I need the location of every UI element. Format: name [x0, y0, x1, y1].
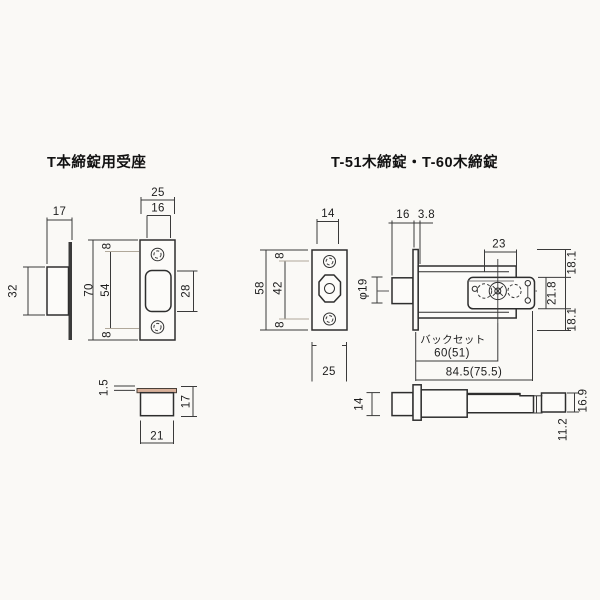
dim-lock-plate-thickness: 3.8 — [418, 209, 435, 221]
dim-strike-bottom-offset: 8 — [102, 331, 114, 338]
strike-top-view: 1.5 17 21 — [99, 379, 197, 444]
lock-screw-hole-bottom — [323, 312, 336, 326]
lock-tube-top — [420, 389, 468, 418]
dim-strike-depth: 17 — [53, 206, 67, 218]
strike-side-view: 17 32 — [8, 206, 73, 340]
left-title: T本締錠用受座 — [47, 153, 146, 171]
dim-lock-face-width-top: 14 — [321, 208, 335, 220]
dim-strike-width: 25 — [151, 187, 165, 199]
dim-lock-seg-top: 18.1 — [567, 251, 579, 275]
lock-screw-hole-top — [323, 255, 336, 268]
dim-lock-seg-bottom: 18.1 — [567, 308, 579, 332]
lock-end-hole-top — [524, 280, 531, 287]
strike-bolt-hole — [144, 269, 172, 313]
lock-tail-top — [466, 392, 535, 414]
dim-lock-overall-length: 84.5(75.5) — [446, 367, 502, 379]
lock-faceplate-top — [412, 384, 422, 421]
dim-lock-hole-pitch: 23 — [492, 239, 506, 251]
right-title: T-51木締錠・T-60木締錠 — [331, 153, 498, 171]
lock-bolt-side — [391, 277, 414, 305]
dim-lock-face-inner: 42 — [273, 281, 285, 295]
dim-lock-tail-width: 11.2 — [558, 418, 570, 441]
dim-strike-box-width: 21 — [150, 431, 164, 443]
dim-lock-face-width-bottom: 25 — [322, 366, 336, 378]
dim-strike-hole-height: 28 — [181, 284, 193, 298]
dim-strike-box-depth: 17 — [181, 395, 193, 409]
dim-strike-top-offset: 8 — [102, 243, 114, 250]
strike-screw-hole-bottom — [150, 320, 165, 334]
lock-mount-plate — [467, 276, 536, 310]
lock-hidden-hole-left — [476, 283, 493, 299]
dim-strike-lip-thickness: 1.5 — [99, 379, 111, 396]
lock-faceplate-front — [311, 249, 348, 331]
dim-lock-seg-mid: 21.8 — [547, 281, 559, 305]
lock-plate-hole-left — [471, 285, 478, 292]
lock-bolt-top — [391, 391, 414, 417]
dim-lock-face-bottom-offset: 8 — [275, 321, 287, 328]
lock-spindle-end — [540, 392, 567, 413]
lock-faceplate-side — [412, 248, 419, 331]
strike-box-side — [46, 266, 70, 316]
lock-front-view: 14 58 42 8 8 25 φ19 — [255, 208, 383, 382]
dim-lock-bolt-diameter: φ19 — [358, 278, 370, 299]
lock-bolt-face-octagon — [318, 274, 342, 303]
label-backset: バックセット — [420, 334, 485, 346]
lock-side-view: 16 3.8 23 18.1 21.8 18.1 バックセット 60(51) 8… — [377, 209, 579, 381]
dim-lock-bolt-width: 14 — [354, 397, 366, 411]
strike-plate-edge — [68, 242, 72, 340]
lock-hidden-hole-right — [507, 283, 522, 299]
dim-lock-face-top-offset: 8 — [275, 252, 287, 259]
strike-front-view: 25 16 70 54 8 8 28 — [84, 187, 198, 341]
dim-strike-height: 70 — [84, 283, 96, 297]
dim-strike-inner-height: 54 — [100, 283, 112, 297]
strike-box-top — [139, 391, 175, 417]
dim-strike-box-height: 32 — [8, 284, 20, 298]
lock-top-view: 14 11.2 16.9 — [354, 384, 590, 441]
dim-lock-bolt-throw: 16 — [396, 209, 410, 221]
dim-lock-end-height: 16.9 — [578, 389, 590, 413]
dim-lock-backset: 60(51) — [434, 348, 470, 360]
strike-screw-hole-top — [150, 247, 165, 262]
lock-bolt-face-circle — [324, 283, 335, 294]
dim-lock-face-height: 58 — [255, 281, 267, 295]
dim-strike-hole-width: 16 — [151, 203, 165, 215]
